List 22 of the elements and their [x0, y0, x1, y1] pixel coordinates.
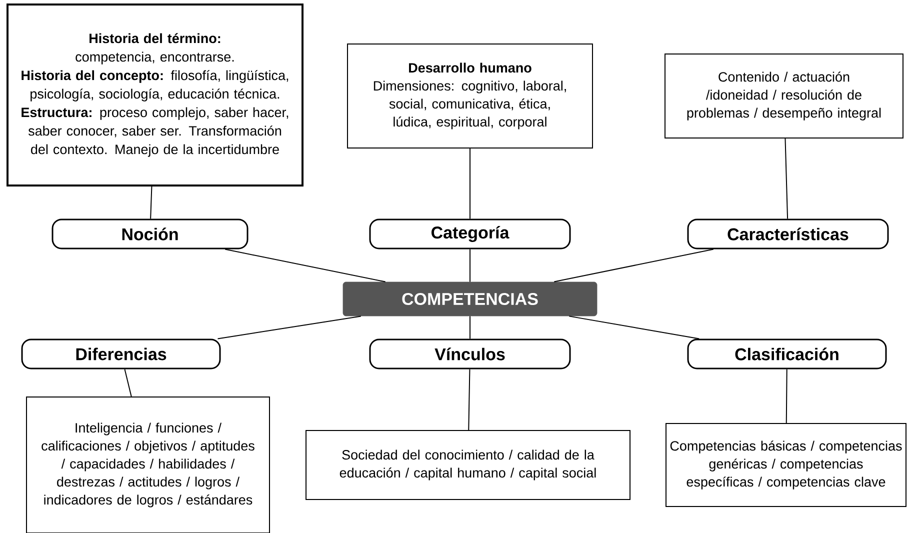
connector-line: [150, 186, 152, 220]
text-box: Historia del término: competencia, encontrarse. Historia del concepto: filosofía, lingüística, psicología, sociología, educación técnica. Estructura: proceso complejo, saber hacer, saber conocer, saber ser. Transformación del contexto. Manejo de la incertidumbre: [6, 4, 304, 186]
category-pill: Noción: [52, 218, 248, 250]
category-pill: Clasificación: [687, 338, 887, 370]
category-pill: Vínculos: [369, 338, 571, 370]
connector-line: [217, 316, 362, 340]
text-box: Competencias básicas / competencias genéricas / competencias específicas / competencias clave: [666, 423, 906, 507]
category-pill: Características: [687, 218, 889, 250]
text-box: Sociedad del conocimiento / calidad de la educación / capital humano / capital social: [306, 430, 630, 500]
text-box: Desarrollo humano Dimensiones: cognitivo, laboral, social, comunicativa, ética, lúdica, espiritual, corporal: [347, 44, 593, 148]
connector-line: [224, 248, 386, 282]
connector-line: [468, 368, 470, 430]
category-pill: Diferencias: [21, 338, 221, 370]
text-box: Contenido / actuación /idoneidad / resolución de problemas / desempeño integral: [664, 54, 904, 138]
connector-line: [568, 316, 700, 340]
category-pill: Categoría: [369, 218, 571, 250]
text-box: Inteligencia / funciones / calificaciones / objetivos / aptitudes / capacidades / habilidades / destrezas / actitudes / logros / indicadores de logros / estándares: [26, 396, 270, 533]
connector-line: [124, 368, 132, 397]
connector-line: [554, 248, 714, 282]
connector-line: [786, 368, 788, 424]
connector-line: [784, 138, 788, 220]
central-box: COMPETENCIAS: [342, 282, 598, 316]
